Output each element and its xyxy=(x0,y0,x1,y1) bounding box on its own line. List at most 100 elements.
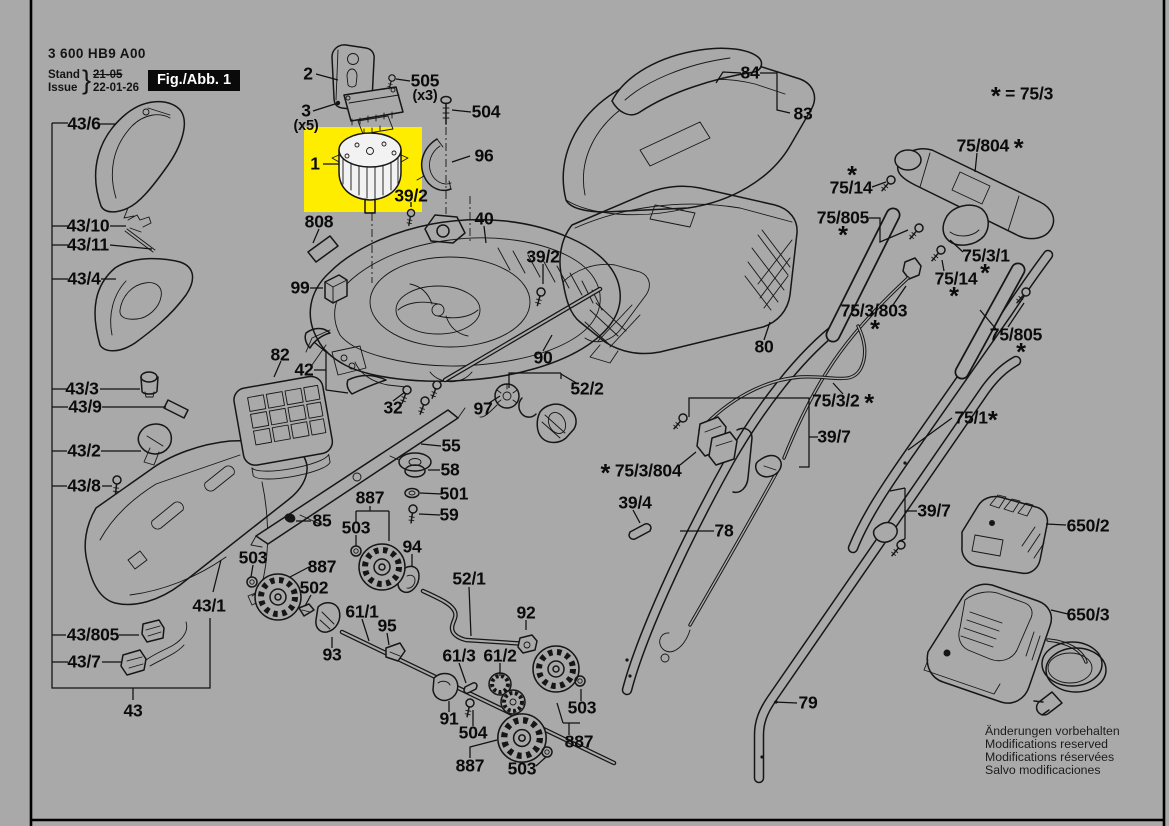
part-label[interactable]: * = 75/3 xyxy=(990,82,1054,111)
part-label[interactable]: * xyxy=(847,161,857,190)
part-label[interactable]: 94 xyxy=(402,536,422,557)
part-label[interactable]: 52/1 xyxy=(452,568,486,589)
part-label[interactable]: 52/2 xyxy=(570,378,604,399)
part-label[interactable]: 39/7 xyxy=(817,426,851,447)
part-label[interactable]: 75/1* xyxy=(954,406,998,435)
part-label[interactable]: 887 xyxy=(455,755,485,776)
part-1-impeller-drawing xyxy=(331,132,409,214)
part-label[interactable]: 78 xyxy=(714,520,734,541)
part-label[interactable]: 90 xyxy=(533,347,553,368)
part-label[interactable]: 75/14 xyxy=(934,268,978,289)
part-label[interactable]: * 75/3/804 xyxy=(600,459,682,488)
part-label[interactable]: 61/1 xyxy=(345,601,379,622)
part-label[interactable]: (x3) xyxy=(412,88,438,104)
part-label[interactable]: 505 xyxy=(410,70,440,91)
part-93-bracket-drawing xyxy=(315,602,341,633)
part-label[interactable]: * xyxy=(870,315,880,344)
part-label[interactable]: 502 xyxy=(299,577,329,598)
part-label[interactable]: 59 xyxy=(439,504,459,525)
part-label[interactable]: 39/7 xyxy=(917,500,951,521)
part-90-rod-drawing xyxy=(442,286,603,383)
part-label[interactable]: 3 xyxy=(301,100,311,121)
part-label[interactable]: 808 xyxy=(304,211,334,232)
part-label[interactable]: 97 xyxy=(473,398,493,419)
part-52-1-axle-drawing xyxy=(420,588,531,647)
part-label[interactable]: 504 xyxy=(458,722,488,743)
part-label[interactable]: 1 xyxy=(310,153,320,174)
part-label[interactable]: 43/1 xyxy=(192,595,226,616)
part-label[interactable]: * xyxy=(949,282,959,311)
part-label[interactable]: 503 xyxy=(567,697,597,718)
part-label[interactable]: 43/9 xyxy=(68,396,102,417)
part-label[interactable]: 503 xyxy=(238,547,268,568)
revision-notes: Änderungen vorbehalten Modifications res… xyxy=(985,725,1120,777)
part-label[interactable]: 43/805 xyxy=(66,624,120,645)
part-label[interactable]: 43/4 xyxy=(67,268,101,289)
part-label[interactable]: 39/4 xyxy=(618,492,652,513)
part-label[interactable]: 39/2 xyxy=(526,246,560,267)
part-label[interactable]: 61/3 xyxy=(442,645,476,666)
part-39-4-pin-drawing xyxy=(628,523,652,540)
type-number: 3 600 HB9 A00 xyxy=(48,46,146,61)
part-label[interactable]: 39/2 xyxy=(394,185,428,206)
part-label[interactable]: 75/805 xyxy=(989,324,1043,345)
part-label[interactable]: 504 xyxy=(471,101,501,122)
part-label[interactable]: 503 xyxy=(341,517,371,538)
part-label[interactable]: 75/3/2 * xyxy=(812,389,874,418)
part-label[interactable]: 58 xyxy=(440,459,460,480)
revision-note-de: Änderungen vorbehalten xyxy=(985,724,1120,738)
part-label[interactable]: 887 xyxy=(355,487,385,508)
part-label[interactable]: * xyxy=(838,221,848,250)
part-75-3-803-cable-drawing xyxy=(659,257,922,663)
part-label[interactable]: 503 xyxy=(507,758,537,779)
part-label[interactable]: 91 xyxy=(439,708,459,729)
part-label[interactable]: 96 xyxy=(474,145,494,166)
part-75-3-804-switch-drawing xyxy=(670,411,753,494)
part-label[interactable]: 887 xyxy=(307,556,337,577)
part-label[interactable]: 75/14 xyxy=(829,177,873,198)
part-label[interactable]: 93 xyxy=(322,644,342,665)
part-label[interactable]: 43/6 xyxy=(67,113,101,134)
part-label[interactable]: 42 xyxy=(294,359,314,380)
part-label[interactable]: 61/2 xyxy=(483,645,517,666)
part-label[interactable]: 85 xyxy=(312,510,332,531)
part-75-1-tube-drawing xyxy=(847,249,1054,554)
part-label[interactable]: 501 xyxy=(439,483,469,504)
part-label[interactable]: * xyxy=(1016,338,1026,367)
part-label[interactable]: 75/3/1 xyxy=(962,245,1010,266)
part-label[interactable]: 887 xyxy=(564,731,594,752)
part-label[interactable]: 43/11 xyxy=(67,234,109,255)
part-label[interactable]: 650/3 xyxy=(1066,604,1110,625)
part-label[interactable]: 55 xyxy=(441,435,461,456)
revision-note-es: Salvo modificaciones xyxy=(985,763,1101,777)
part-label[interactable]: 82 xyxy=(270,344,290,365)
part-label[interactable]: 75/805 xyxy=(816,207,870,228)
part-label[interactable]: 2 xyxy=(303,63,313,84)
part-label[interactable]: * xyxy=(980,259,990,288)
part-label[interactable]: 99 xyxy=(290,277,310,298)
part-label[interactable]: 92 xyxy=(516,602,536,623)
part-96-clamp-drawing xyxy=(416,138,452,192)
part-label[interactable]: 95 xyxy=(377,615,397,636)
part-label[interactable]: 32 xyxy=(383,397,403,418)
part-label[interactable]: 40 xyxy=(474,208,494,229)
page-frame xyxy=(29,0,1166,826)
part-label[interactable]: 75/3/803 xyxy=(840,300,908,321)
part-label[interactable]: 43/8 xyxy=(67,475,101,496)
part-label[interactable]: 650/2 xyxy=(1066,515,1110,536)
part-99-box-drawing xyxy=(324,274,348,304)
part-label[interactable]: 43/2 xyxy=(67,440,101,461)
part-label[interactable]: 79 xyxy=(798,692,818,713)
part-label[interactable]: 43/10 xyxy=(66,215,110,236)
part-label[interactable]: 43/3 xyxy=(65,378,99,399)
part-label[interactable]: 84 xyxy=(740,62,760,83)
part-label[interactable]: 43 xyxy=(123,700,143,721)
revision-note-fr: Modifications réservées xyxy=(985,750,1115,764)
part-label[interactable]: 83 xyxy=(793,103,813,124)
part-label[interactable]: 80 xyxy=(754,336,774,357)
part-label[interactable]: 75/804 * xyxy=(956,134,1024,163)
part-label[interactable]: 43/7 xyxy=(67,651,101,672)
part-label[interactable]: (x5) xyxy=(293,118,319,134)
